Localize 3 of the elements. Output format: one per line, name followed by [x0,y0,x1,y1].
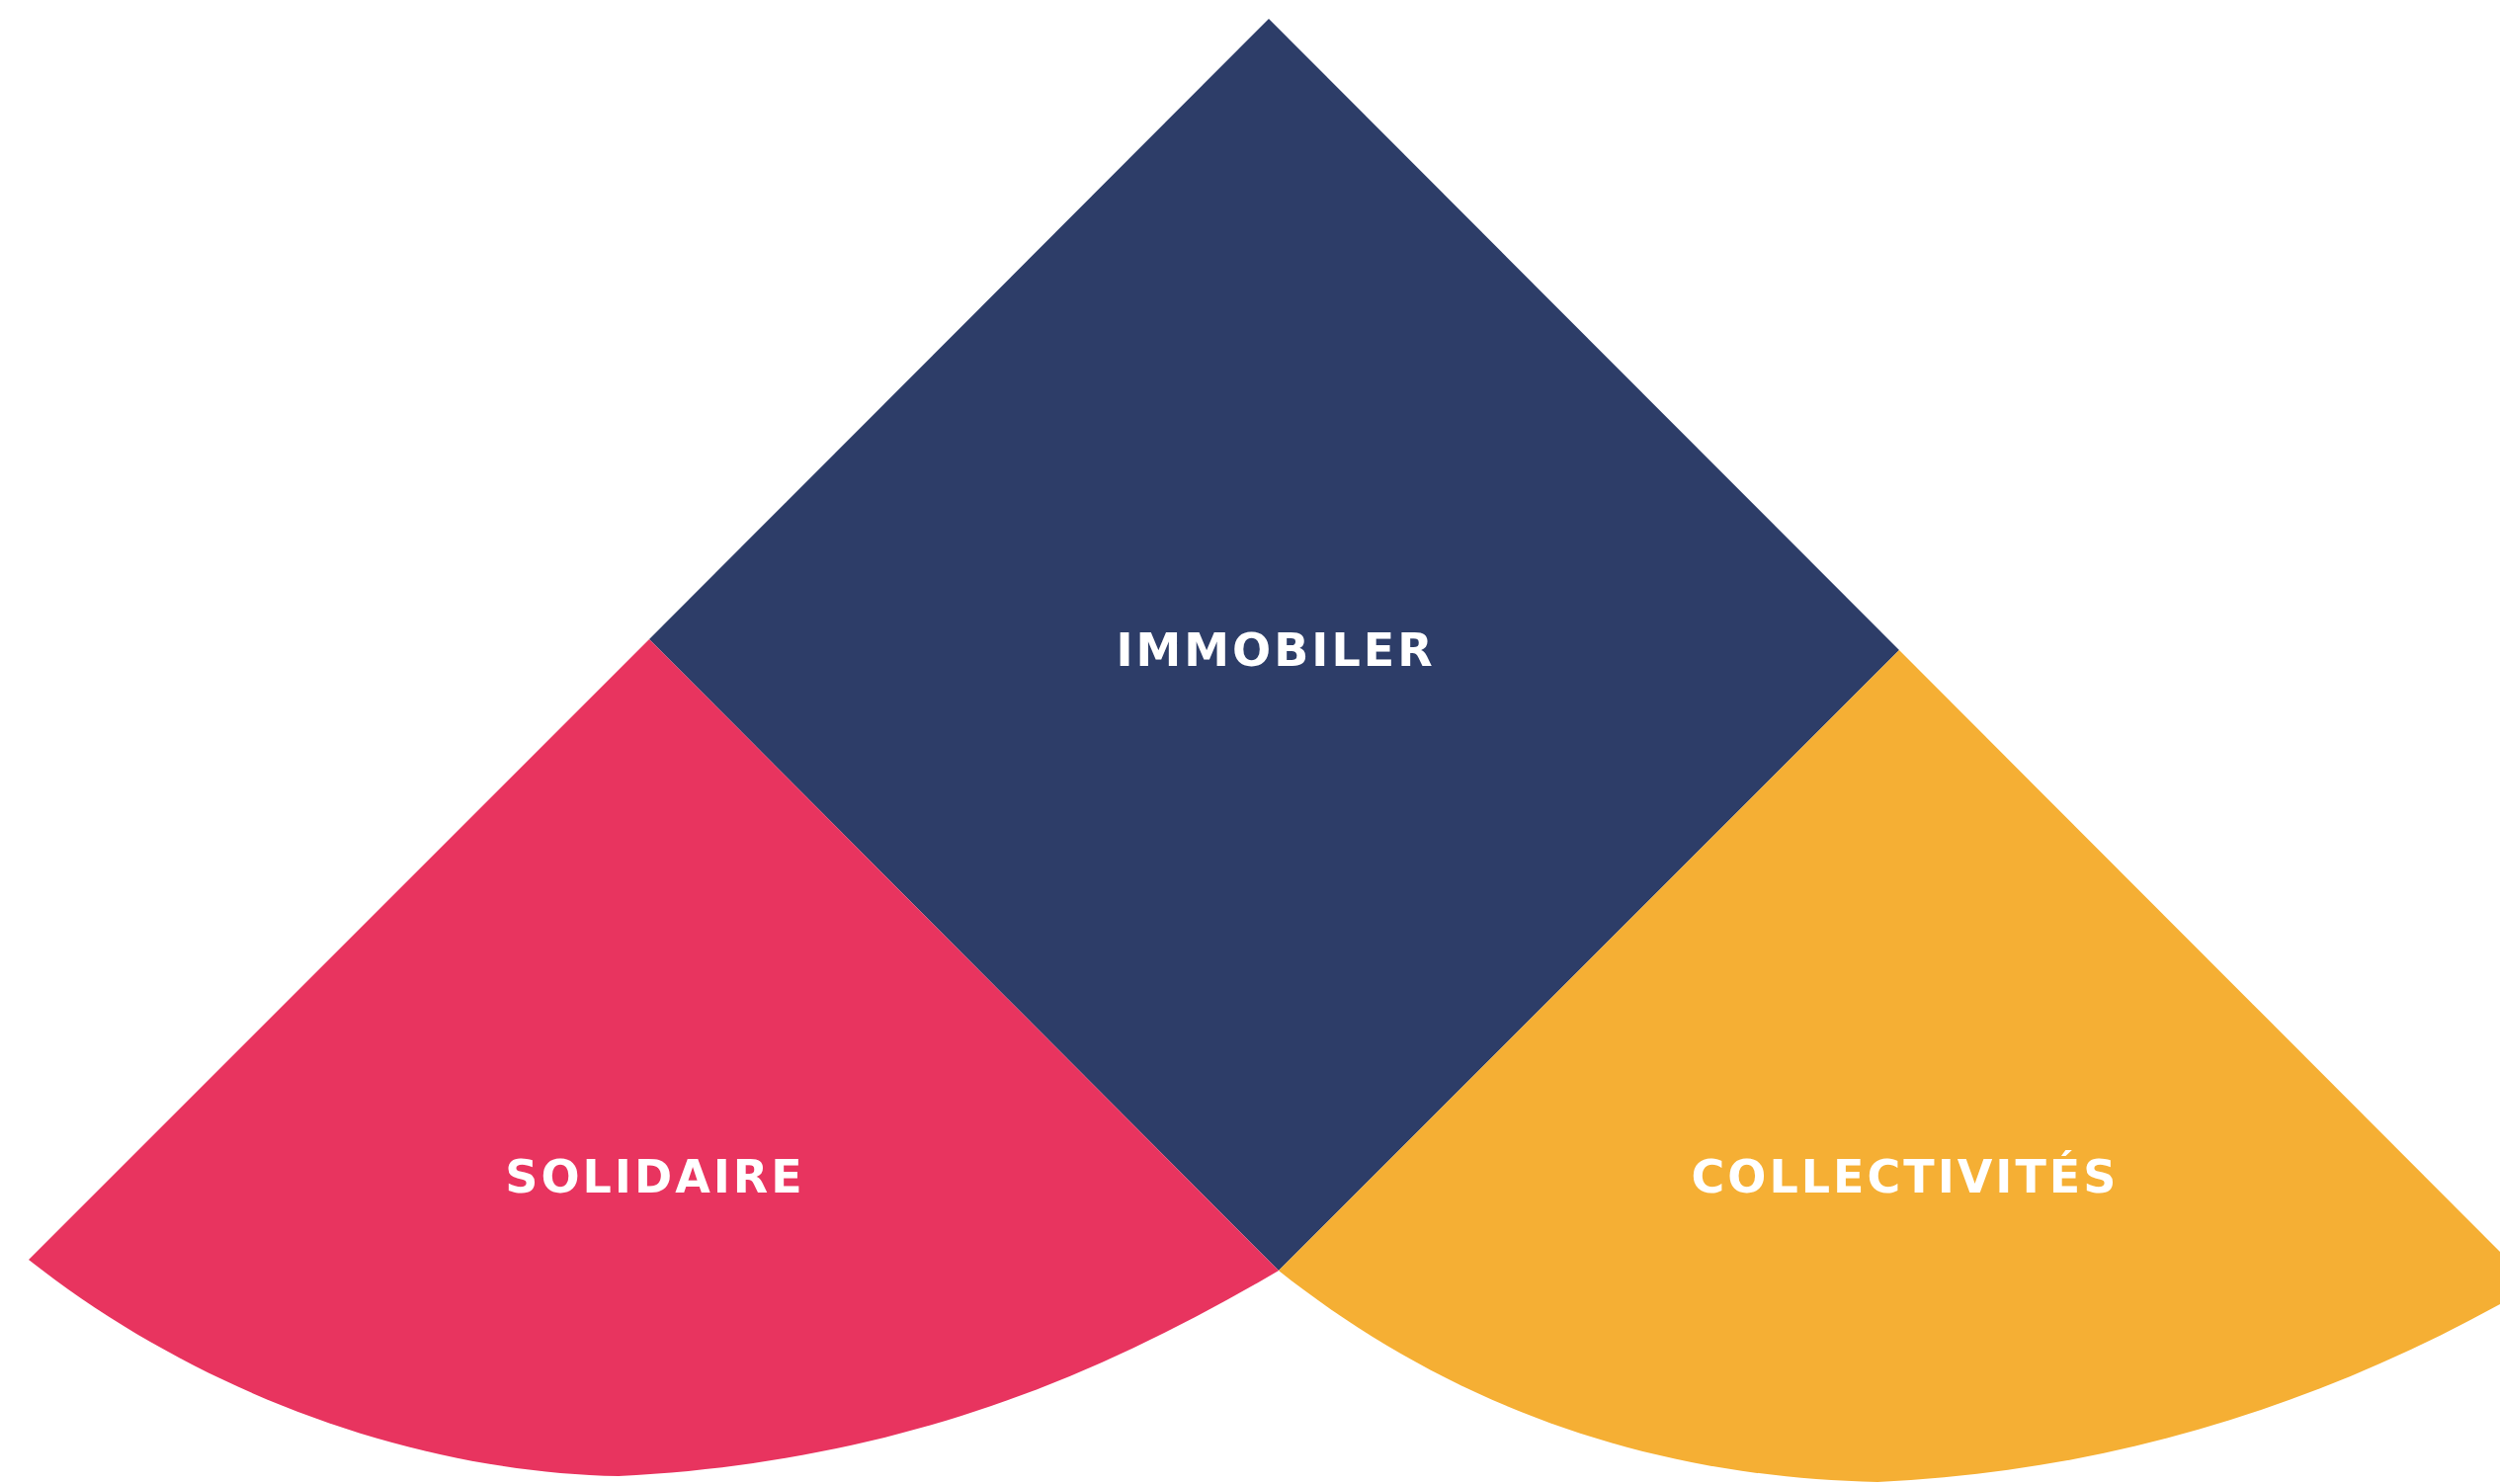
category-label: IMMOBILER [1116,623,1436,677]
category-label: SOLIDAIRE [505,1150,805,1203]
category-label: COLLECTIVITÉS [1691,1150,2120,1203]
